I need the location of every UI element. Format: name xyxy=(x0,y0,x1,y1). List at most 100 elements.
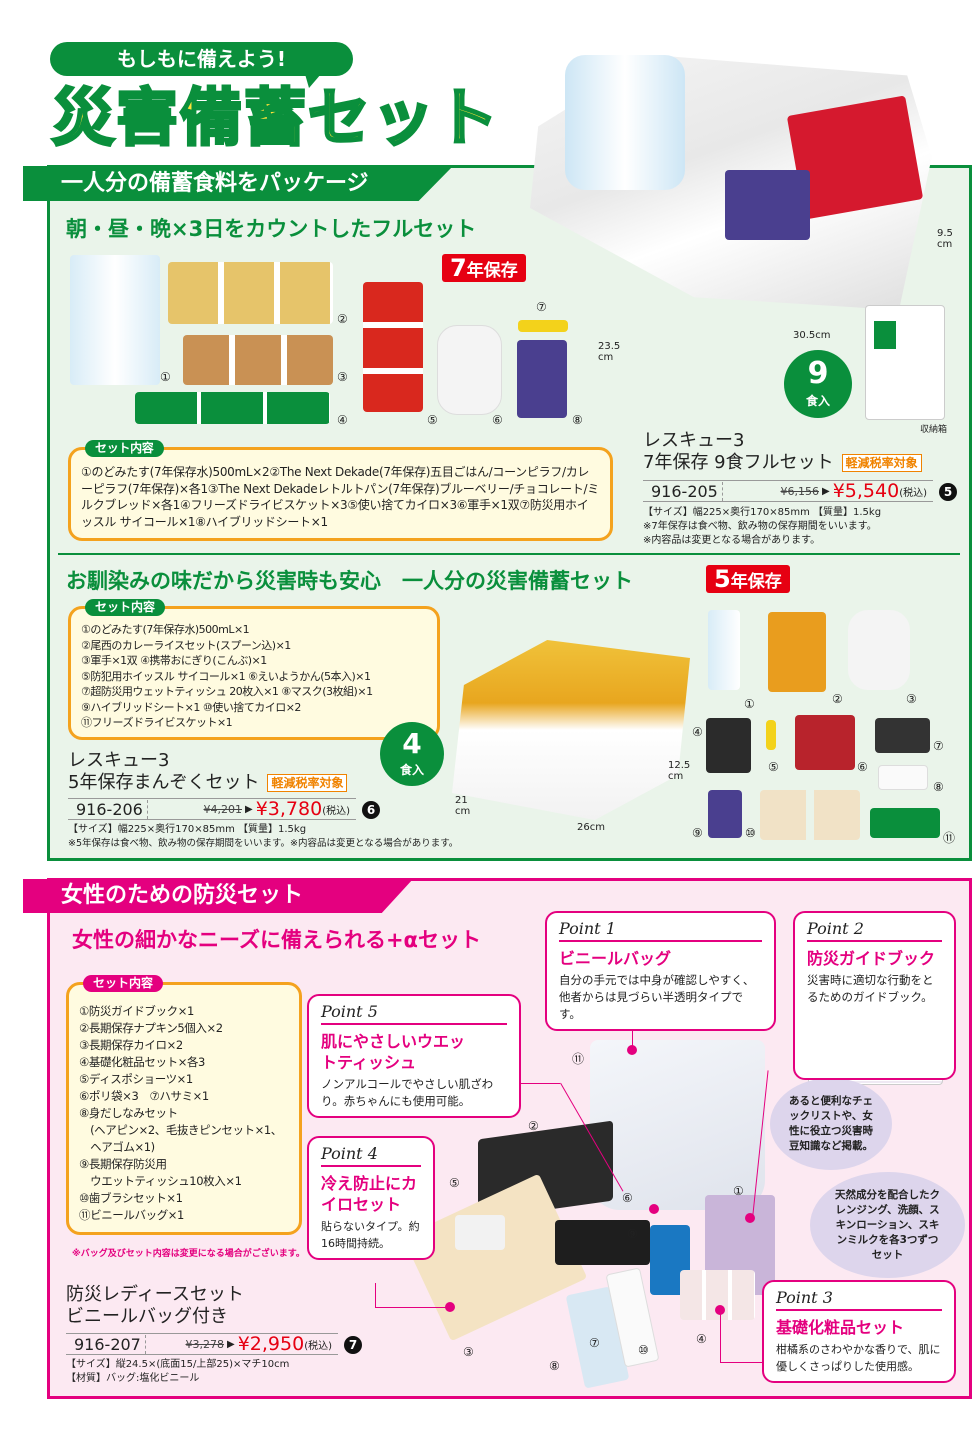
set-item: ⑦超防災用ウェットティッシュ 20枚入×1 ⑧マスク(3枚組)×1 xyxy=(81,685,373,698)
set-item: ⑨長期保存防災用 xyxy=(79,1157,167,1171)
marker: ③ xyxy=(463,1345,474,1359)
set-item: ヘアゴム×1) xyxy=(79,1140,155,1154)
storage-case-photo xyxy=(865,305,945,420)
marker: ⑩ xyxy=(638,1343,649,1357)
set-item: ①のどみたす(7年保存水)500mL×1 xyxy=(81,623,250,636)
item-photo xyxy=(706,718,751,773)
marker: ⑪ xyxy=(943,831,956,845)
point-3-callout: Point 3 基礎化粧品セット 柑橘系のさわやかな香りで、肌に優しくさっぱりし… xyxy=(762,1280,956,1383)
point-label: Point 2 xyxy=(807,919,942,942)
leader-line xyxy=(375,1307,450,1308)
leader-dot xyxy=(715,1305,725,1315)
leader-line xyxy=(720,1310,721,1362)
item-kairo-photo xyxy=(363,282,423,412)
meals-count: 4 xyxy=(402,727,422,760)
set-note: ※バッグ及びセット内容は変更になる場合がございます。 xyxy=(72,1249,305,1259)
item-gloves-photo xyxy=(437,325,502,415)
set-item: ⑤防犯用ホイッスル サイコール×1 ⑥えいようかん(5本入)×1 xyxy=(81,669,371,683)
marker: ⑨ xyxy=(692,826,703,840)
set-item: ⑪ビニールバッグ×1 xyxy=(79,1208,184,1222)
divider xyxy=(58,553,960,555)
item-photo xyxy=(795,715,855,770)
ladies-product-info: 防災レディースセット ビニールバッグ付き 916-207 ¥3,278▶ ¥2,… xyxy=(66,1284,362,1386)
marker: ④ xyxy=(692,725,703,739)
marker-3: ③ xyxy=(337,370,348,384)
box-width-label: 30.5cm xyxy=(793,330,831,341)
item-photo xyxy=(848,610,910,690)
tax-label: (税込) xyxy=(322,805,350,817)
set-contents-text: ①のどみたす(7年保存水)500mL×2②The Next Dekade(7年保… xyxy=(81,465,599,529)
marker: ⑤ xyxy=(449,1176,460,1190)
point-text: 柑橘系のさわやかな香りで、肌に優しくさっぱりした使用感。 xyxy=(776,1343,941,1373)
product-code: 916-205 xyxy=(643,481,723,501)
product-code: 916-206 xyxy=(68,799,148,819)
item-photo xyxy=(870,808,940,838)
poly-bag-photo xyxy=(555,1220,650,1265)
item-photo xyxy=(760,790,860,840)
item-number: 5 xyxy=(939,483,957,501)
point-heading: 防災ガイドブック xyxy=(807,949,936,968)
item-whistle-photo xyxy=(518,320,568,332)
marker-8: ⑧ xyxy=(572,413,583,427)
point-1-callout: Point 1 ビニールバッグ 自分の手元では中身が確認しやすく、他者からは見づ… xyxy=(545,911,776,1031)
set-item: ①防災ガイドブック×1 xyxy=(79,1004,194,1018)
point-heading: 基礎化粧品セット xyxy=(776,1318,905,1337)
leader-line xyxy=(520,1083,560,1084)
set-item: ⑥ポリ袋×3 ⑦ハサミ×1 xyxy=(79,1089,209,1103)
set-item: ⑧身だしなみセット xyxy=(79,1106,178,1120)
product-name-line1: レスキュー3 xyxy=(643,430,745,451)
marker: ⑩ xyxy=(745,826,756,840)
product2-set-contents: セット内容 ①のどみたす(7年保存水)500mL×1 ②尾西のカレーライスセット… xyxy=(68,599,440,740)
marker: ① xyxy=(744,697,755,711)
marker: ⑨ xyxy=(627,1227,638,1241)
product1-info: レスキュー3 7年保存 9食フルセット軽減税率対象 916-205 ¥6,156… xyxy=(643,430,957,548)
product-name-line2: ビニールバッグ付き xyxy=(66,1306,228,1327)
set-item: ④基礎化粧品セット×各3 xyxy=(79,1055,205,1069)
product-note: ※5年保存は食べ物、飲み物の保存期間をいいます。※内容品は変更となる場合がありま… xyxy=(68,838,459,849)
item-number: 6 xyxy=(362,801,380,819)
point-2-callout: Point 2 防災ガイドブック 災害時に適切な行動をとるためのガイドブック。 xyxy=(793,911,956,1080)
bubble-text: あると便利なチェックリストや、女性に役立つ災害時豆知識など掲載。 xyxy=(789,1095,873,1152)
product1-set-contents: セット内容 ①のどみたす(7年保存水)500mL×2②The Next Deka… xyxy=(68,440,613,541)
point-heading: 冷え防止にカイロセット xyxy=(321,1174,418,1214)
item-photo xyxy=(708,610,740,690)
vinyl-bag-photo xyxy=(590,1040,765,1210)
guidebook-bubble: あると便利なチェックリストや、女性に役立つ災害時豆知識など掲載。 xyxy=(770,1078,892,1170)
marker: ⑥ xyxy=(622,1191,633,1205)
set-item: ⑪フリーズドライビスケット×1 xyxy=(81,716,233,729)
sale-price: ¥3,780 xyxy=(255,798,323,820)
leader-line xyxy=(375,1283,376,1307)
point-label: Point 5 xyxy=(321,1002,507,1025)
set-item: ⑩歯ブラシセット×1 xyxy=(79,1191,183,1205)
tax-label: (税込) xyxy=(304,1340,332,1352)
point-label: Point 1 xyxy=(559,919,762,942)
product1-subtitle: 朝・昼・晩×3日をカウントしたフルセット xyxy=(66,217,477,241)
marker: ⑥ xyxy=(857,760,868,774)
point-text: 貼らないタイプ。約16時間持続。 xyxy=(321,1220,420,1250)
product-note: ※7年保存は食べ物、飲み物の保存期間をいいます。 xyxy=(643,521,877,532)
set-item: ②長期保存ナプキン5個入×2 xyxy=(79,1021,223,1035)
section-band: 一人分の備蓄食料をパッケージ xyxy=(23,166,453,201)
product-code: 916-207 xyxy=(66,1334,146,1354)
water-bottles-photo xyxy=(565,55,685,190)
item-photo xyxy=(766,720,776,750)
point-5-callout: Point 5 肌にやさしいウエットティッシュ ノンアルコールでやさしい肌ざわり… xyxy=(307,994,521,1118)
tax-label: (税込) xyxy=(899,487,927,499)
product2-subtitle: お馴染みの味だから災害時も安心 一人分の災害備蓄セット xyxy=(66,569,633,593)
product-name-line2: 7年保存 9食フルセット xyxy=(643,452,834,473)
sale-price: ¥5,540 xyxy=(832,480,900,502)
marker: ⑦ xyxy=(933,739,944,753)
cosmetics-bubble: 天然成分を配合したクレンジング、洗顔、スキンローション、スキンミルクを各3つずつ… xyxy=(810,1172,965,1278)
badge-text: 年保存 xyxy=(466,261,518,281)
bubble-text: 天然成分を配合したクレンジング、洗顔、スキンローション、スキンミルクを各3つずつ… xyxy=(835,1188,940,1261)
shorts-photo xyxy=(455,1215,505,1250)
product-spec: 【サイズ】幅225×奥行170×85mm 【質量】1.5kg xyxy=(643,507,882,518)
reduced-tax-tag: 軽減税率対象 xyxy=(841,454,922,472)
badge-years: 7 xyxy=(450,254,467,282)
item-photo xyxy=(708,790,742,838)
ladies-subtitle: 女性の細かなニーズに備えられる+αセット xyxy=(72,928,481,952)
ladies-set-contents: セット内容 ①防災ガイドブック×1 ②長期保存ナプキン5個入×2 ③長期保存カイ… xyxy=(66,975,302,1235)
section-band: 女性のための防災セット xyxy=(23,879,413,913)
